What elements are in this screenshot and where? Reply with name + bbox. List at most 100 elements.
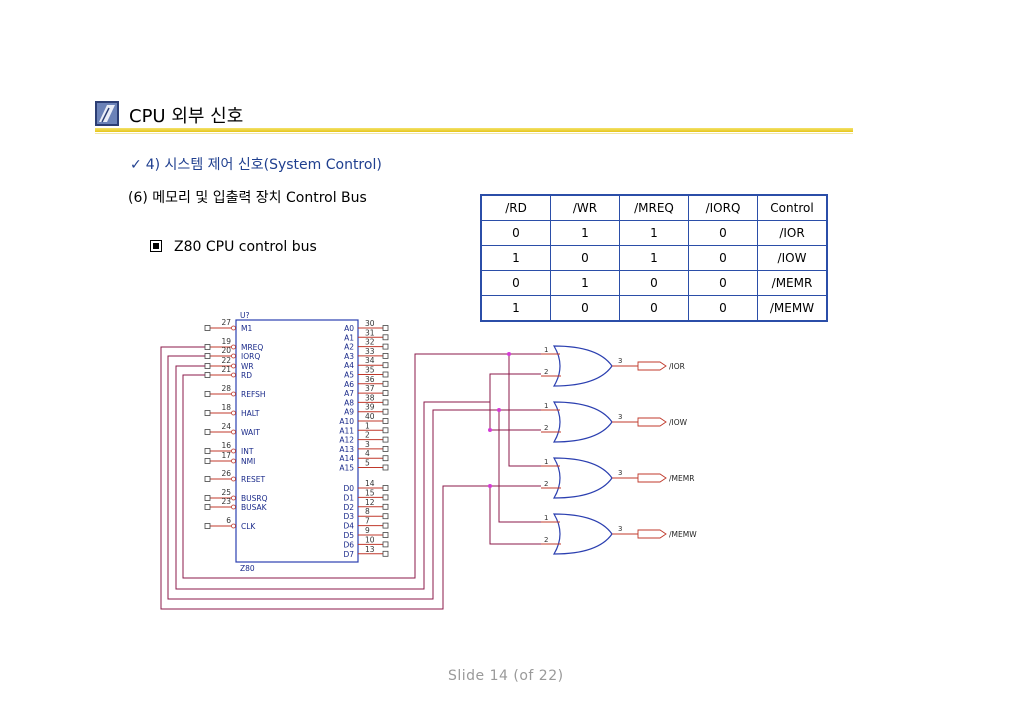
pin-terminal (204, 429, 211, 435)
output-signal-label: /MEMW (669, 530, 697, 539)
pin-terminal (382, 427, 389, 434)
gate-pin-number: 2 (544, 480, 548, 488)
table-cell: 0 (688, 270, 758, 296)
z80-chip-body (235, 319, 359, 563)
table-cell: 0 (619, 295, 689, 322)
pin-bubble (231, 458, 236, 464)
wire-junction (497, 408, 501, 412)
pin-number: 3 (365, 440, 370, 449)
pin-number: 28 (221, 384, 231, 393)
pin-number: 22 (221, 356, 231, 365)
table-cell: /IOW (757, 245, 828, 271)
pin-number: 12 (365, 498, 375, 507)
gate-pin-number: 2 (544, 536, 548, 544)
wire-junction (507, 352, 511, 356)
wire-wr-branch (489, 402, 541, 431)
pin-bubble (231, 325, 236, 331)
gate-pin-number: 1 (544, 514, 548, 522)
pin-number: 34 (365, 356, 375, 365)
table-header-row: /RD /WR /MREQ /IORQ Control (480, 194, 828, 221)
gate-pin-number: 1 (544, 402, 548, 410)
table-cell: 0 (480, 270, 551, 296)
gate-pin-number: 1 (544, 458, 548, 466)
pin-bubble (231, 476, 236, 482)
pin-label: IORQ (241, 352, 260, 361)
pin-label: A13 (339, 445, 354, 454)
output-signal-label: /IOR (669, 362, 685, 371)
pin-number: 15 (365, 488, 375, 497)
table-header: /WR (550, 194, 620, 221)
pin-terminal (204, 476, 211, 482)
wire-iorq (167, 355, 541, 600)
pin-label: A2 (344, 343, 354, 352)
pin-number: 9 (365, 526, 370, 535)
slide-logo-icon (95, 101, 119, 126)
pin-terminal (204, 372, 211, 378)
pin-label: A5 (344, 371, 354, 380)
pin-label: A10 (339, 417, 354, 426)
pin-label: WAIT (241, 428, 260, 437)
pin-terminal (382, 380, 389, 387)
pin-number: 30 (365, 319, 375, 328)
output-signal-label: /MEMR (669, 474, 694, 483)
table-cell: 0 (550, 295, 620, 322)
pin-number: 5 (365, 459, 370, 468)
pin-number: 13 (365, 545, 375, 554)
title-underline-shadow (95, 133, 853, 134)
table-cell: /MEMW (757, 295, 828, 322)
table-header: /IORQ (688, 194, 758, 221)
pin-bubble (231, 372, 236, 378)
wire-rd (182, 353, 541, 579)
pin-number: 39 (365, 403, 375, 412)
pin-number: 36 (365, 375, 375, 384)
table-cell: /MEMR (757, 270, 828, 296)
output-port (637, 529, 667, 539)
pin-bubble (231, 523, 236, 529)
wire-mreq-branch (489, 486, 541, 545)
section-subtitle: ✓4) 시스템 제어 신호(System Control) (130, 154, 382, 174)
pin-terminal (382, 550, 389, 557)
pin-label: D2 (343, 503, 354, 512)
or-gate (552, 401, 613, 443)
pin-number: 18 (221, 403, 231, 412)
pin-terminal (382, 325, 389, 331)
pin-label: RD (241, 371, 252, 380)
pin-number: 25 (221, 488, 231, 497)
pin-label: MREQ (241, 343, 263, 352)
pin-number: 21 (221, 365, 231, 374)
table-cell: 1 (550, 270, 620, 296)
pin-label: A8 (344, 398, 354, 407)
pin-label: D0 (343, 484, 354, 493)
pin-terminal (204, 391, 211, 397)
pin-number: 17 (221, 451, 231, 460)
pin-label: D4 (343, 522, 354, 531)
wire-junction (488, 484, 492, 488)
table-cell: 1 (550, 220, 620, 246)
pin-number: 27 (221, 318, 231, 327)
pin-label: D7 (343, 550, 354, 559)
table-cell: 0 (619, 270, 689, 296)
table-header: Control (757, 194, 828, 221)
pin-label: A0 (344, 324, 354, 333)
pin-terminal (204, 325, 211, 331)
or-gate (552, 345, 613, 387)
pin-label: A12 (339, 436, 354, 445)
table-cell: 1 (480, 295, 551, 322)
subtitle-text: 4) 시스템 제어 신호(System Control) (145, 157, 382, 173)
pin-label: D1 (343, 493, 354, 502)
chip-ref-label: U? (240, 311, 249, 320)
pin-number: 35 (365, 366, 375, 375)
table-row: 0 1 1 0 /IOR (480, 220, 828, 246)
gate-pin-number: 2 (544, 368, 548, 376)
pin-label: WR (241, 362, 254, 371)
pin-terminal (382, 390, 389, 397)
pin-number: 20 (221, 346, 231, 355)
pin-number: 38 (365, 393, 375, 402)
pin-terminal (382, 362, 389, 369)
pin-bubble (231, 353, 236, 359)
pin-label: NMI (241, 457, 255, 466)
pin-label: A4 (344, 361, 354, 370)
pin-terminal (204, 344, 211, 350)
pin-label: HALT (241, 409, 260, 418)
pin-terminal (382, 455, 389, 462)
